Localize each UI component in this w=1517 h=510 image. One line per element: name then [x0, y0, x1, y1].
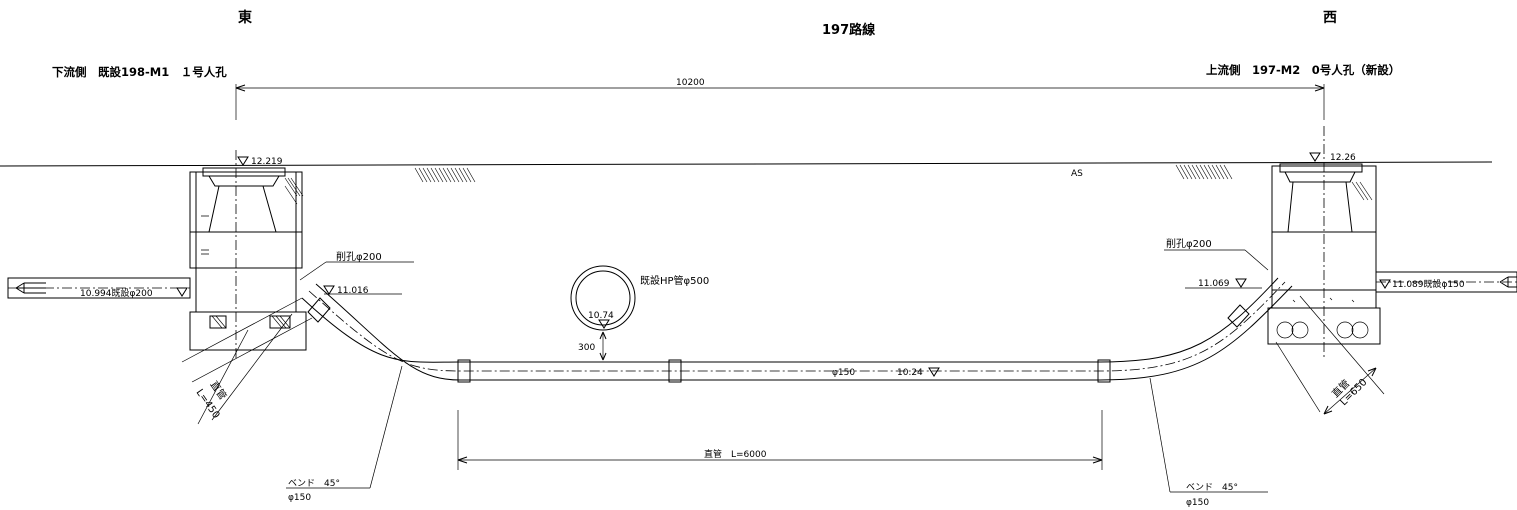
bend-right-label: ベンド 45°: [1186, 483, 1238, 493]
ground-hatch-left: [414, 167, 476, 183]
ground-level-right-value: 12.26: [1330, 153, 1356, 163]
pipe-right-in-label: 11.089既設φ150: [1392, 278, 1465, 290]
existing-pipe-right: 11.089既設φ150: [1375, 271, 1517, 293]
surface-label: AS: [1071, 169, 1083, 179]
core-hole-left-label: 削孔φ200: [336, 250, 382, 263]
total-dimension-value: 10200: [676, 78, 705, 88]
bend-right-callout: ベンド 45° φ150: [1149, 377, 1268, 508]
straight-right-dimension: 直管 L=650: [1275, 295, 1385, 415]
clearance-value: 300: [578, 343, 595, 353]
existing-pipe-left: 10.994既設φ200: [7, 277, 191, 299]
straight-left-dimension: 直管 L=450: [181, 297, 313, 425]
upstream-manhole-label: 上流側 197-M2 0号人孔（新設）: [1206, 63, 1400, 77]
west-label: 西: [1323, 10, 1337, 26]
hp-pipe-label: 既設HP管φ500: [640, 274, 709, 287]
invert-left-value: 11.016: [337, 286, 369, 296]
ground-level-right: 12.26: [1309, 152, 1356, 163]
pipe-mid-level: 10.24: [897, 368, 923, 378]
invert-right: 11.069: [1185, 278, 1262, 289]
ground-level-left-value: 12.219: [251, 157, 283, 167]
bend-left-callout: ベンド 45° φ150: [286, 365, 403, 503]
hp-bottom-level: 10.74: [588, 311, 614, 321]
east-label: 東: [238, 9, 252, 26]
invert-right-value: 11.069: [1198, 279, 1230, 289]
ground-line: [0, 161, 1493, 167]
core-hole-right: 削孔φ200: [1164, 237, 1269, 271]
core-hole-left: 削孔φ200: [299, 250, 414, 281]
straight-dimension-label: 直管 L=6000: [704, 448, 767, 460]
total-dimension: 10200: [235, 78, 1325, 120]
existing-hp-pipe: 10.74 既設HP管φ500 300: [570, 265, 709, 361]
new-pipe: φ150 10.24: [301, 277, 1293, 383]
ground-level-left: 12.219: [237, 156, 283, 167]
manhole-right: [1267, 126, 1381, 360]
ground-hatch-right: [1175, 164, 1233, 180]
bend-left-label: ベンド 45°: [288, 479, 340, 489]
straight-dimension: 直管 L=6000: [457, 410, 1103, 470]
bend-right-size: φ150: [1186, 498, 1209, 508]
downstream-manhole-label: 下流側 既設198-M1 １号人孔: [52, 65, 227, 79]
invert-left: 11.016: [323, 285, 402, 296]
pipe-size-label: φ150: [832, 368, 855, 378]
bend-left-size: φ150: [288, 493, 311, 503]
pipe-left-out-label: 10.994既設φ200: [80, 287, 153, 299]
route-label: 197路線: [822, 22, 876, 38]
core-hole-right-label: 削孔φ200: [1166, 237, 1212, 250]
manhole-left: [189, 150, 307, 360]
